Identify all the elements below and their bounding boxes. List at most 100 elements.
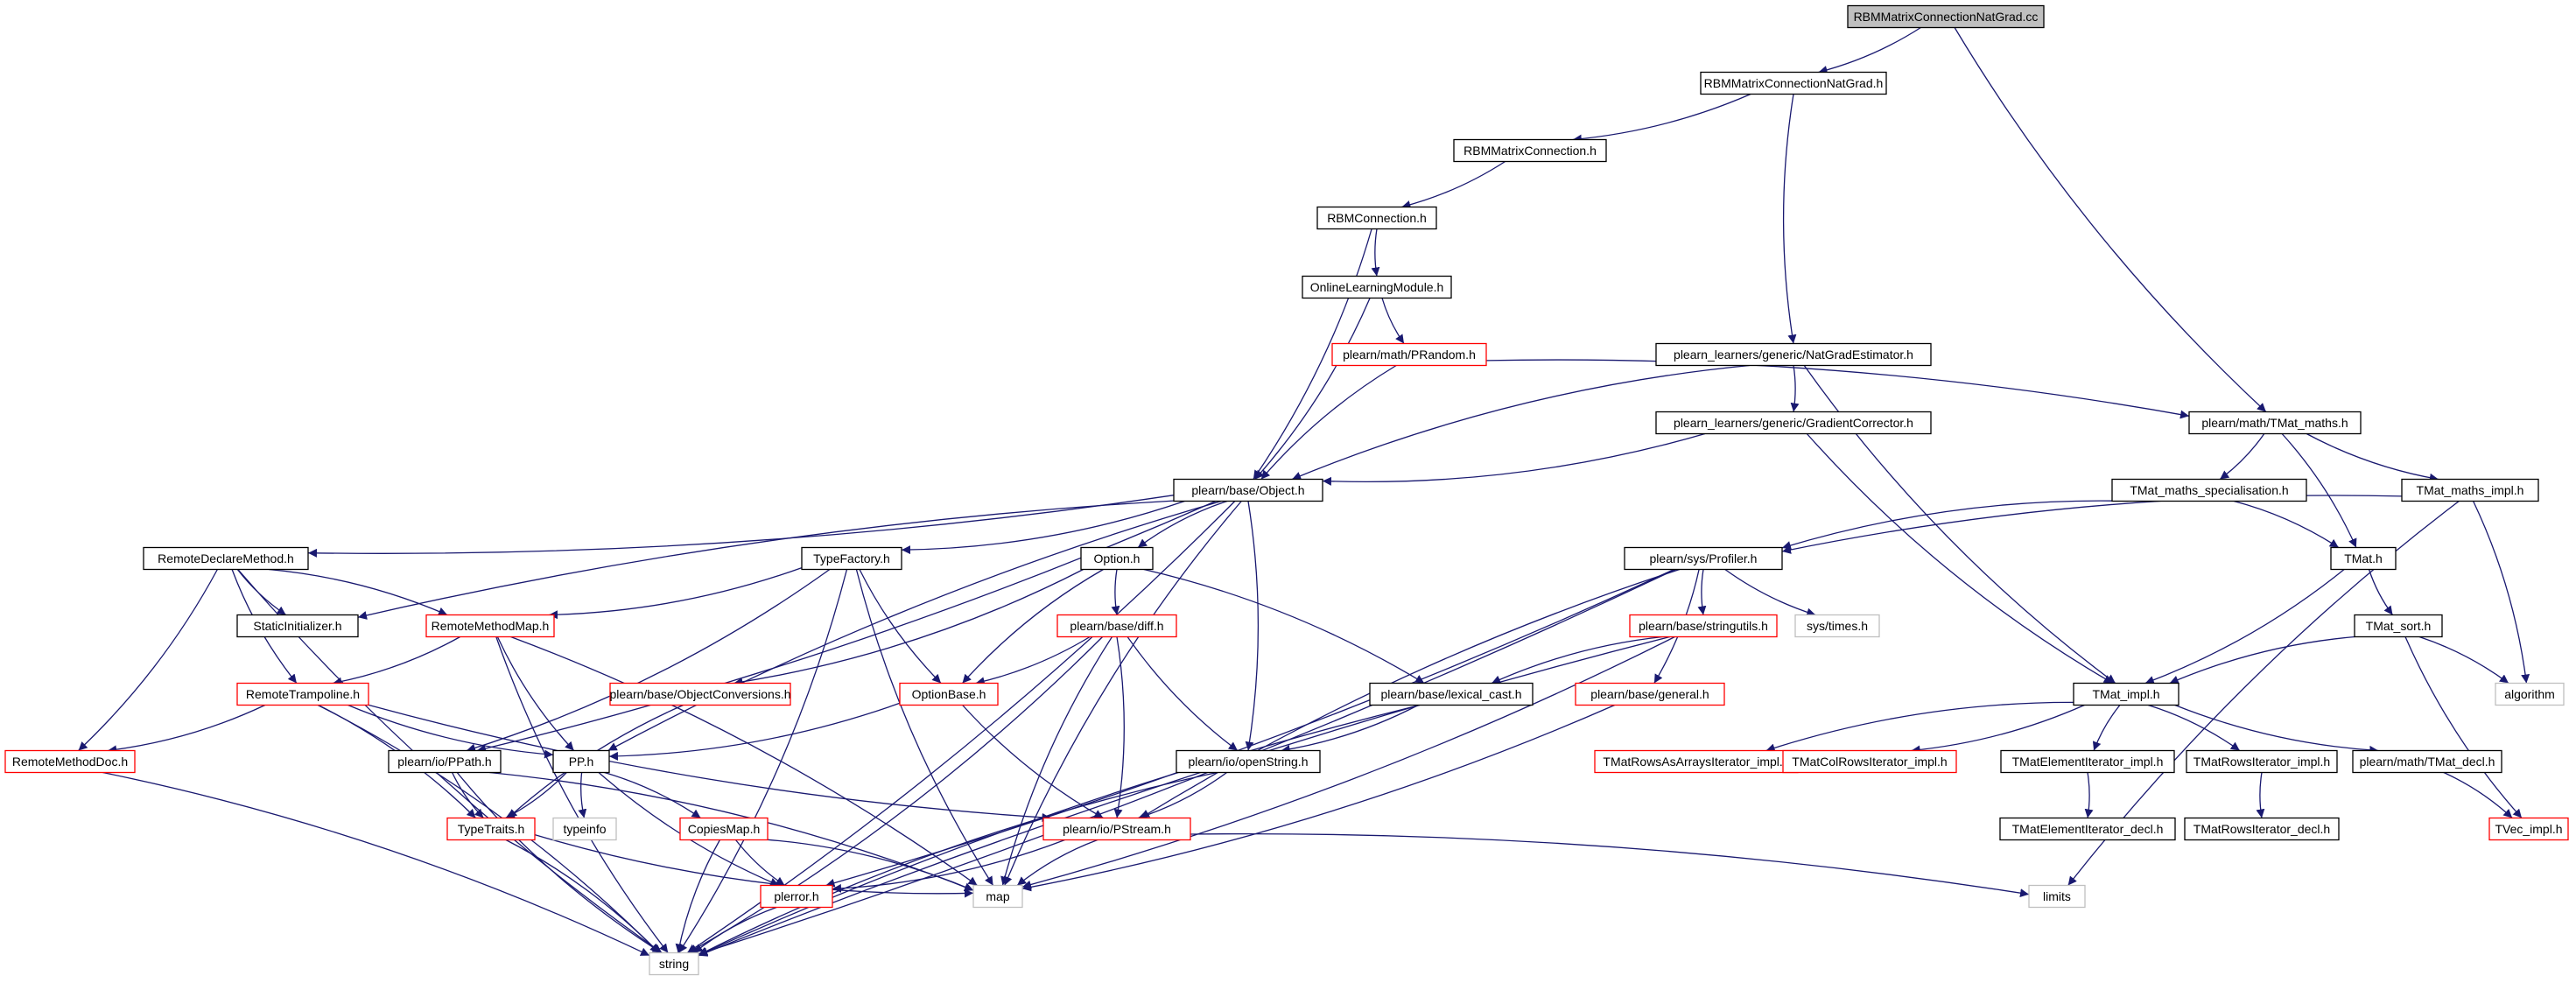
file-node-string: string — [649, 951, 699, 976]
node-box — [649, 951, 699, 976]
edge-line — [1782, 94, 1797, 344]
file-node-tmat-maths-spec[interactable]: TMat_maths_specialisation.h — [2111, 478, 2307, 502]
node-label: plearn/io/PStream.h — [1063, 822, 1171, 836]
edge-line — [962, 705, 1104, 819]
node-box — [609, 682, 791, 706]
edge-line — [505, 772, 567, 819]
dependency-edge-remote_trampoline-to-pstream — [368, 704, 1051, 822]
file-node-limits: limits — [2028, 884, 2086, 909]
node-box — [1624, 546, 1783, 571]
edge-line — [578, 772, 587, 818]
edge-line — [1781, 500, 2129, 550]
file-node-rows-as-arrays-iter[interactable]: TMatRowsAsArraysIterator_impl.h — [1594, 749, 1799, 774]
file-node-elem-iter-decl[interactable]: TMatElementIterator_decl.h — [1999, 817, 2176, 841]
file-node-tmat-maths-impl[interactable]: TMat_maths_impl.h — [2401, 478, 2539, 502]
dependency-edge-diff-to-option_base — [975, 635, 1091, 686]
file-node-profiler[interactable]: plearn/sys/Profiler.h — [1624, 546, 1783, 571]
node-label: CopiesMap.h — [688, 822, 761, 836]
edge-line — [236, 569, 287, 616]
dependency-edge-remote_method_map-to-string — [495, 636, 669, 953]
file-node-static-initializer[interactable]: StaticInitializer.h — [236, 614, 359, 638]
node-label: TMatColRowsIterator_impl.h — [1792, 755, 1947, 769]
dependency-edge-profiler-to-sys_times — [1724, 568, 1816, 617]
node-box — [760, 884, 833, 909]
dependency-edge-object-to-open_string — [1245, 501, 1260, 751]
file-node-option[interactable]: Option.h — [1080, 546, 1154, 571]
file-node-elem-iter-impl[interactable]: TMatElementIterator_impl.h — [2000, 749, 2175, 774]
dependency-edge-pstream-to-map — [1016, 839, 1098, 887]
file-node-col-rows-iter[interactable]: TMatColRowsIterator_impl.h — [1782, 749, 1957, 774]
file-node-object-conversions[interactable]: plearn/base/ObjectConversions.h — [609, 682, 791, 706]
file-node-tmat[interactable]: TMat.h — [2330, 546, 2397, 571]
dependency-edge-nat_grad_estimator-to-gradient_corrector — [1790, 365, 1800, 412]
edge-line — [510, 635, 978, 887]
file-node-tvec-impl[interactable]: TVec_impl.h — [2488, 817, 2569, 841]
dependency-edge-pp-to-typeinfo — [578, 772, 587, 818]
file-node-open-string[interactable]: plearn/io/openString.h — [1176, 749, 1321, 774]
node-label: TMat_sort.h — [2366, 619, 2432, 633]
file-node-perror[interactable]: plerror.h — [760, 884, 833, 909]
file-node-nat-grad-estimator[interactable]: plearn_learners/generic/NatGradEstimator… — [1655, 342, 1932, 367]
file-node-tmat-sort[interactable]: TMat_sort.h — [2354, 614, 2443, 638]
dependency-edge-remote_trampoline-to-pp — [347, 704, 554, 759]
file-node-pstream[interactable]: plearn/io/PStream.h — [1042, 817, 1191, 841]
edge-line — [855, 569, 994, 886]
file-node-rbm-connection[interactable]: RBMConnection.h — [1316, 206, 1437, 230]
dependency-edge-rbm_nat_cc-to-tmat_maths — [1954, 27, 2267, 412]
file-node-lexical-cast[interactable]: plearn/base/lexical_cast.h — [1369, 682, 1534, 706]
file-node-diff[interactable]: plearn/base/diff.h — [1056, 614, 1177, 638]
dependency-edge-remote_method_doc-to-string — [102, 771, 650, 957]
edge-line — [2368, 569, 2394, 615]
file-node-tmat-decl[interactable]: plearn/math/TMat_decl.h — [2352, 749, 2502, 774]
edge-line — [608, 702, 901, 761]
edge-line — [1111, 569, 1120, 615]
file-node-remote-method-doc[interactable]: RemoteMethodDoc.h — [4, 749, 136, 774]
file-node-rbm-nat-h[interactable]: RBMMatrixConnectionNatGrad.h — [1700, 71, 1887, 95]
file-node-stringutils[interactable]: plearn/base/stringutils.h — [1629, 614, 1778, 638]
dependency-edge-object-to-pp — [607, 500, 1222, 752]
file-node-tmat-impl[interactable]: TMat_impl.h — [2073, 682, 2179, 706]
node-box — [1331, 342, 1487, 367]
dependency-edge-diff-to-string — [688, 636, 1104, 954]
file-node-online-learning-module[interactable]: OnlineLearningModule.h — [1302, 275, 1452, 299]
file-node-copies-map[interactable]: CopiesMap.h — [679, 817, 769, 841]
node-layer: RBMMatrixConnectionNatGrad.ccRBMMatrixCo… — [4, 4, 2569, 976]
dependency-edge-pstream-to-perror — [832, 839, 1065, 893]
file-node-remote-trampoline[interactable]: RemoteTrampoline.h — [236, 682, 369, 706]
dependency-edge-tmat-to-tmat_sort — [2368, 569, 2394, 615]
file-node-pp[interactable]: PP.h — [552, 749, 610, 774]
dependency-edge-profiler-to-stringutils — [1697, 569, 1707, 615]
node-box — [425, 614, 555, 638]
node-label: plearn/sys/Profiler.h — [1650, 551, 1758, 565]
node-label: plearn_learners/generic/NatGradEstimator… — [1674, 348, 1913, 362]
dependency-edge-object-to-ppath — [476, 500, 1217, 754]
node-box — [1369, 682, 1534, 706]
file-node-rows-iter-decl[interactable]: TMatRowsIterator_decl.h — [2184, 817, 2340, 841]
file-node-object[interactable]: plearn/base/Object.h — [1173, 478, 1323, 502]
node-label: string — [659, 957, 689, 971]
file-node-prandom[interactable]: plearn/math/PRandom.h — [1331, 342, 1487, 367]
node-label: typeinfo — [563, 822, 606, 836]
file-node-general[interactable]: plearn/base/general.h — [1575, 682, 1725, 706]
dependency-edge-tmat_maths_spec-to-tmat — [2234, 500, 2340, 549]
file-node-rbm-matrix-connection[interactable]: RBMMatrixConnection.h — [1453, 138, 1607, 163]
edge-line — [1724, 568, 1816, 617]
file-node-rbm-nat-cc[interactable]: RBMMatrixConnectionNatGrad.cc — [1847, 4, 2045, 29]
dependency-edge-option-to-diff — [1111, 569, 1120, 615]
file-node-remote-declare-method[interactable]: RemoteDeclareMethod.h — [143, 546, 309, 571]
file-node-ppath[interactable]: plearn/io/PPath.h — [388, 749, 502, 774]
dependency-edge-type_factory-to-remote_method_map — [548, 566, 803, 620]
edge-line — [1401, 160, 1506, 209]
file-node-tmat-maths[interactable]: plearn/math/TMat_maths.h — [2188, 411, 2362, 435]
edge-line — [604, 771, 701, 819]
edge-line — [1954, 27, 2267, 412]
dependency-edge-option-to-lexical_cast — [1143, 568, 1425, 685]
file-node-type-factory[interactable]: TypeFactory.h — [801, 546, 902, 571]
file-node-remote-method-map[interactable]: RemoteMethodMap.h — [425, 614, 555, 638]
file-node-option-base[interactable]: OptionBase.h — [899, 682, 999, 706]
file-node-rows-iter-impl[interactable]: TMatRowsIterator_impl.h — [2186, 749, 2338, 774]
file-node-gradient-corrector[interactable]: plearn_learners/generic/GradientCorrecto… — [1655, 411, 1932, 435]
dependency-edge-gradient_corrector-to-object — [1322, 432, 1706, 486]
file-node-type-traits[interactable]: TypeTraits.h — [446, 817, 536, 841]
